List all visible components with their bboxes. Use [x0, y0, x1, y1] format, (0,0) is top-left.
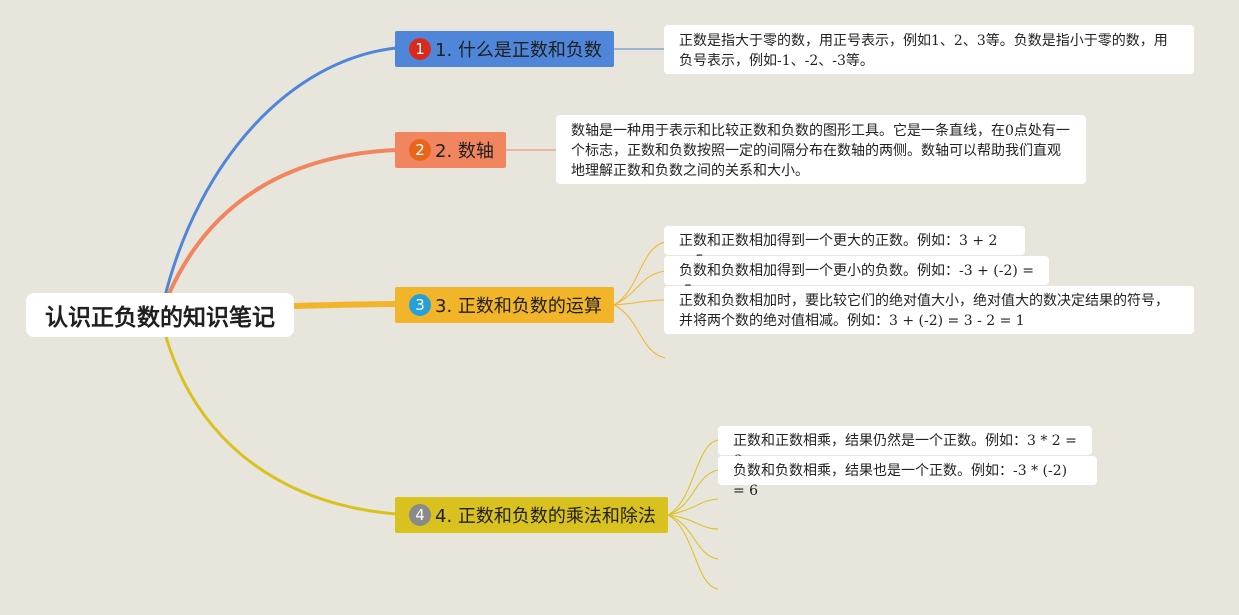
root-topic[interactable]: 认识正负数的知识笔记: [26, 293, 294, 337]
note-lines-4: [667, 439, 719, 590]
number-badge-1: 1: [409, 38, 431, 60]
number-badge-3: 3: [409, 294, 431, 316]
topic-2-label: 2. 数轴: [435, 141, 494, 162]
note-lines-3: [613, 241, 666, 359]
topic-3-label: 3. 正数和负数的运算: [435, 296, 602, 317]
topic-2[interactable]: 2 2. 数轴: [395, 132, 506, 168]
root-title: 认识正负数的知识笔记: [45, 305, 275, 331]
branch-line-1: [163, 46, 397, 297]
number-badge-2: 2: [409, 139, 431, 161]
branch-line-4: [164, 336, 397, 516]
topic-4-note-1[interactable]: 正数和正数相乘，结果仍然是一个正数。例如：3 * 2 = 6: [718, 426, 1092, 469]
topic-3-note-1[interactable]: 正数和正数相加得到一个更大的正数。例如：3 + 2 = 5: [664, 226, 1025, 269]
topic-1-label: 1. 什么是正数和负数: [435, 40, 602, 61]
topic-4-label: 4. 正数和负数的乘法和除法: [435, 506, 656, 527]
topic-4[interactable]: 4 4. 正数和负数的乘法和除法: [395, 497, 668, 533]
number-badge-4: 4: [409, 504, 431, 526]
topic-2-note[interactable]: 数轴是一种用于表示和比较正数和负数的图形工具。它是一条直线，在0点处有一个标志，…: [556, 115, 1086, 184]
branch-line-2: [166, 148, 397, 297]
topic-4-note-2[interactable]: 负数和负数相乘，结果也是一个正数。例如：-3 * (-2) = 6: [718, 456, 1097, 499]
topic-1-note-text: 正数是指大于零的数，用正号表示，例如1、2、3等。负数是指小于零的数，用负号表示…: [679, 33, 1168, 69]
topic-3[interactable]: 3 3. 正数和负数的运算: [395, 287, 614, 323]
branch-line-3: [293, 301, 397, 309]
topic-2-note-text: 数轴是一种用于表示和比较正数和负数的图形工具。它是一条直线，在0点处有一个标志，…: [571, 123, 1070, 179]
topic-1[interactable]: 1 1. 什么是正数和负数: [395, 31, 614, 67]
topic-3-note-3[interactable]: 正数和负数相加时，要比较它们的绝对值大小，绝对值大的数决定结果的符号，并将两个数…: [664, 286, 1194, 334]
topic-1-note[interactable]: 正数是指大于零的数，用正号表示，例如1、2、3等。负数是指小于零的数，用负号表示…: [664, 25, 1194, 74]
topic-3-note-2[interactable]: 负数和负数相加得到一个更小的负数。例如：-3 + (-2) = -5: [664, 256, 1049, 299]
